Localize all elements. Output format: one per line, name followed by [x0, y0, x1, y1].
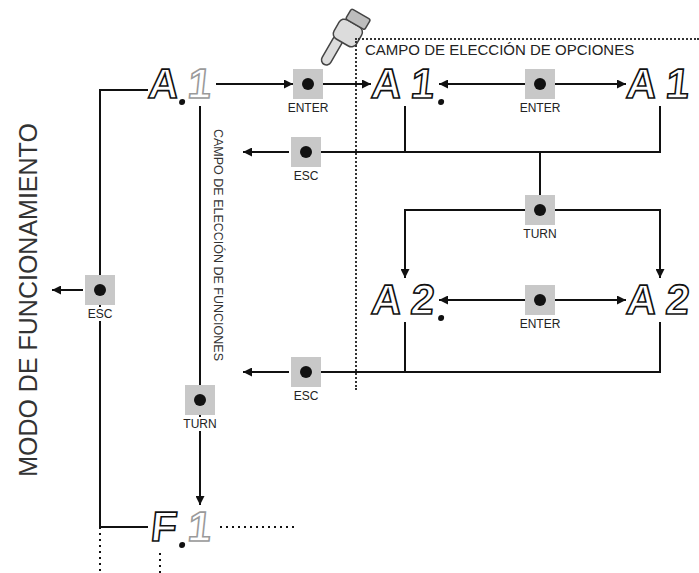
- segment-display: A1: [371, 62, 439, 106]
- flow-connector: [405, 106, 540, 195]
- push-button: ESC: [281, 137, 331, 183]
- display-digit: 1: [660, 62, 697, 106]
- button-key: [185, 385, 215, 415]
- flow-connector: [540, 106, 660, 195]
- button-key: [525, 195, 555, 225]
- button-label: ESC: [292, 169, 321, 183]
- button-label: TURN: [181, 417, 218, 431]
- continuation-line: [220, 526, 296, 528]
- display-digit: 2: [660, 278, 697, 322]
- decimal-dot: [179, 99, 186, 105]
- options-field: CAMPO DE ELECCIÓN DE OPCIONESA1ENTERA1TU…: [355, 38, 699, 390]
- flow-connector: [199, 106, 201, 385]
- button-dot: [300, 366, 312, 378]
- button-label: ENTER: [518, 317, 563, 331]
- flow-connector: [216, 83, 293, 85]
- flow-connector: [323, 83, 371, 85]
- display-digit: 1: [182, 505, 219, 549]
- push-button: ENTER: [514, 69, 567, 115]
- button-label: ENTER: [286, 101, 331, 115]
- button-key: [85, 275, 115, 305]
- flow-connector: [439, 83, 525, 85]
- push-button: ESC: [281, 357, 331, 403]
- button-dot: [534, 204, 546, 216]
- exit-arrow: [52, 289, 83, 291]
- push-button: TURN: [175, 385, 225, 431]
- flow-connector: [321, 322, 660, 372]
- display-digit: 1: [405, 62, 442, 106]
- button-dot: [94, 284, 106, 296]
- button-key: [291, 357, 321, 387]
- flow-connector: [439, 299, 525, 301]
- display-digit: A: [369, 62, 406, 106]
- continuation-line: [99, 527, 101, 573]
- display-digit: A: [624, 62, 661, 106]
- display-digit: A: [624, 278, 661, 322]
- button-dot: [194, 394, 206, 406]
- flow-connector: [100, 90, 148, 275]
- button-label: ESC: [86, 307, 115, 321]
- display-digit: A: [369, 278, 406, 322]
- push-button: TURN: [515, 195, 565, 241]
- button-key: [291, 137, 321, 167]
- display-digit: 2: [405, 278, 442, 322]
- flow-connector: [555, 83, 626, 85]
- button-dot: [534, 294, 546, 306]
- field-label: CAMPO DE ELECCIÓN DE FUNCIONES: [211, 110, 225, 380]
- push-button: ENTER: [282, 69, 335, 115]
- button-key: [525, 285, 555, 315]
- segment-display: A1: [626, 62, 694, 106]
- decimal-dot: [438, 315, 445, 321]
- decimal-dot: [179, 542, 186, 548]
- segment-display: F1: [148, 505, 216, 549]
- push-button: ENTER: [514, 285, 567, 331]
- flow-connector: [321, 322, 405, 372]
- flow-connector: [405, 210, 525, 278]
- field-heading: CAMPO DE ELECCIÓN DE OPCIONES: [363, 41, 636, 58]
- flow-connector: [555, 210, 660, 278]
- button-dot: [534, 78, 546, 90]
- display-digit: F: [146, 505, 183, 549]
- flow-connector: [321, 106, 405, 152]
- push-button: ESC: [75, 275, 125, 321]
- button-label: ENTER: [518, 101, 563, 115]
- display-digit: 1: [182, 62, 219, 106]
- flow-connector: [555, 299, 626, 301]
- button-label: TURN: [521, 227, 558, 241]
- display-digit: A: [146, 62, 183, 106]
- flow-connector: [321, 106, 660, 152]
- segment-display: A2: [626, 278, 694, 322]
- button-key: [293, 69, 323, 99]
- segment-display: A2: [371, 278, 439, 322]
- button-label: ESC: [292, 389, 321, 403]
- flow-connector: [100, 305, 148, 527]
- exit-arrow: [243, 371, 289, 373]
- button-dot: [302, 78, 314, 90]
- button-key: [525, 69, 555, 99]
- button-dot: [300, 146, 312, 158]
- decimal-dot: [438, 99, 445, 105]
- exit-arrow: [243, 151, 289, 153]
- segment-display: A1: [148, 62, 216, 106]
- mode-title: MODO DE FUNCIONAMIENTO: [13, 90, 43, 510]
- continuation-line: [159, 553, 161, 573]
